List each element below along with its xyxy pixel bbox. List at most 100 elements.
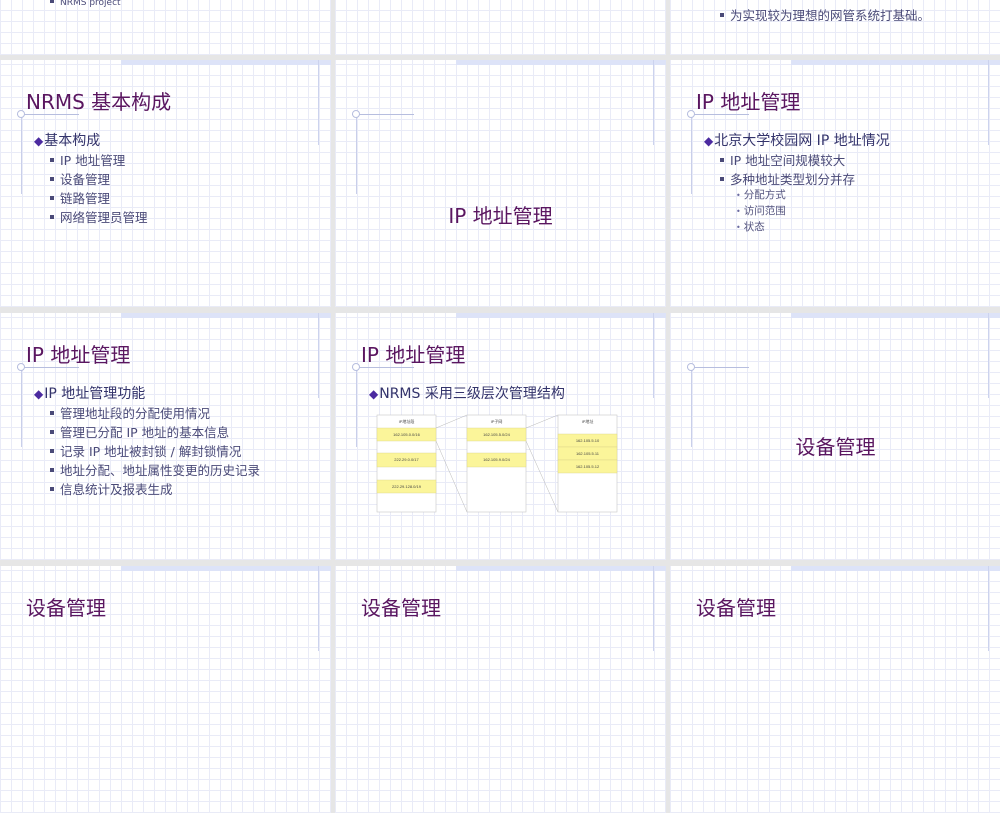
decor-line <box>352 367 414 368</box>
diagram-header: IP子网 <box>491 418 503 424</box>
decor-line <box>653 566 654 651</box>
bullet-item: 地址分配、地址属性变更的历史记录 <box>50 460 260 479</box>
decor-line <box>653 60 654 145</box>
decor-line <box>687 367 749 368</box>
slide-title: 设备管理 <box>26 596 106 620</box>
bullet-item: ◆IP 地址管理功能 <box>34 386 146 402</box>
diagram-cell: 162.105.5.10 <box>576 438 600 443</box>
diagram-cell: 162.105.0.0/16 <box>393 432 420 437</box>
diagram-cell: 222.29.128.0/19 <box>392 484 422 489</box>
decor-line <box>17 114 79 115</box>
slide-thumbnail-3[interactable]: 为实现较为理想的网管系统打基础。 <box>670 0 1000 55</box>
decor-line <box>988 566 989 651</box>
decor-band <box>791 313 1000 318</box>
decor-line <box>988 313 989 398</box>
bullet-item: 信息统计及报表生成 <box>50 479 173 498</box>
bullet-item: 记录 IP 地址被封锁 / 解封锁情况 <box>50 441 241 460</box>
diamond-bullet-icon: ◆ <box>369 387 379 401</box>
square-bullet-icon <box>50 157 54 162</box>
square-bullet-icon <box>50 429 54 434</box>
hierarchy-diagram: IP地址段 IP子网 IP地址 162.105.0.0/16 222.29.0.… <box>376 414 618 513</box>
subnet-row <box>466 427 527 442</box>
decor-line <box>356 367 357 447</box>
diamond-bullet-icon: ◆ <box>34 134 44 148</box>
section-title: IP 地址管理 <box>448 204 553 228</box>
slide-title: 设备管理 <box>361 596 441 620</box>
connector-line <box>525 440 559 513</box>
slide-thumbnail-9[interactable]: 设备管理 <box>670 313 1000 560</box>
decor-circle-icon <box>17 110 25 118</box>
bullet-item: 设备管理 <box>50 169 110 188</box>
diagram-cell: 162.105.5.0/24 <box>483 432 510 437</box>
bullet-item: NRMS project <box>50 0 121 8</box>
decor-line <box>691 367 692 447</box>
decor-band <box>121 313 331 318</box>
decor-circle-icon <box>352 110 360 118</box>
slide-thumbnail-11[interactable]: 设备管理 <box>335 566 666 813</box>
bullet-item: 链路管理 <box>50 188 110 207</box>
slide-thumbnail-7[interactable]: IP 地址管理 ◆IP 地址管理功能 管理地址段的分配使用情况 管理已分配 IP… <box>0 313 331 560</box>
decor-band <box>791 566 1000 571</box>
decor-line <box>653 313 654 398</box>
decor-band <box>456 566 666 571</box>
square-bullet-icon <box>50 0 54 3</box>
bullet-item: •分配方式 <box>736 189 786 201</box>
bullet-item: •状态 <box>736 221 765 233</box>
slide-thumbnail-12[interactable]: 设备管理 <box>670 566 1000 813</box>
slide-title: IP 地址管理 <box>361 343 466 367</box>
diagram-cell: 162.105.5.11 <box>576 451 600 456</box>
square-bullet-icon <box>50 214 54 219</box>
bullet-item: •访问范围 <box>736 205 786 217</box>
square-bullet-icon <box>50 486 54 491</box>
decor-line <box>17 367 79 368</box>
slide-thumbnail-10[interactable]: 设备管理 <box>0 566 331 813</box>
connector-line <box>525 414 559 429</box>
decor-band <box>456 60 666 65</box>
connector-line <box>435 440 468 513</box>
slide-thumbnail-8[interactable]: IP 地址管理 ◆NRMS 采用三级层次管理结构 IP地址段 IP子网 I <box>335 313 666 560</box>
decor-line <box>356 114 357 194</box>
diagram-cell: 222.29.0.0/17 <box>394 457 419 462</box>
segment-row <box>376 479 437 494</box>
square-bullet-icon <box>50 448 54 453</box>
segment-row <box>376 427 437 442</box>
address-row <box>557 459 618 474</box>
dot-bullet-icon: • <box>736 207 741 216</box>
bullet-item: ◆基本构成 <box>34 133 101 149</box>
slide-thumbnail-1[interactable]: NRMS project <box>0 0 331 55</box>
decor-line <box>687 114 749 115</box>
decor-line <box>988 60 989 145</box>
bullet-item: 管理地址段的分配使用情况 <box>50 403 210 422</box>
decor-line <box>318 60 319 145</box>
slide-thumbnail-2[interactable] <box>335 0 666 55</box>
decor-circle-icon <box>352 363 360 371</box>
diagram-header: IP地址 <box>582 418 594 424</box>
section-title: 设备管理 <box>795 435 876 459</box>
decor-line <box>318 313 319 398</box>
slide-thumbnail-5[interactable]: IP 地址管理 <box>335 60 666 307</box>
decor-band <box>121 566 331 571</box>
bullet-item: 为实现较为理想的网管系统打基础。 <box>720 5 930 24</box>
diamond-bullet-icon: ◆ <box>34 387 44 401</box>
decor-circle-icon <box>687 363 695 371</box>
bullet-item: IP 地址空间规模较大 <box>720 150 845 169</box>
square-bullet-icon <box>720 12 724 17</box>
square-bullet-icon <box>50 195 54 200</box>
diagram-header: IP地址段 <box>399 418 415 424</box>
decor-line <box>21 367 22 447</box>
slide-thumbnail-6[interactable]: IP 地址管理 ◆北京大学校园网 IP 地址情况 IP 地址空间规模较大 多种地… <box>670 60 1000 307</box>
bullet-item: ◆NRMS 采用三级层次管理结构 <box>369 386 565 402</box>
dot-bullet-icon: • <box>736 223 741 232</box>
dot-bullet-icon: • <box>736 191 741 200</box>
connector-line <box>435 414 468 429</box>
bullet-item: 网络管理员管理 <box>50 207 148 226</box>
decor-band <box>121 60 331 65</box>
decor-line <box>691 114 692 194</box>
slide-thumbnail-4[interactable]: NRMS 基本构成 ◆基本构成 IP 地址管理 设备管理 链路管理 网络管理员管… <box>0 60 331 307</box>
subnet-row <box>466 452 527 468</box>
square-bullet-icon <box>720 157 724 162</box>
slide-title: IP 地址管理 <box>26 343 131 367</box>
segment-row <box>376 452 437 468</box>
decor-line <box>21 114 22 194</box>
decor-band <box>791 60 1000 65</box>
